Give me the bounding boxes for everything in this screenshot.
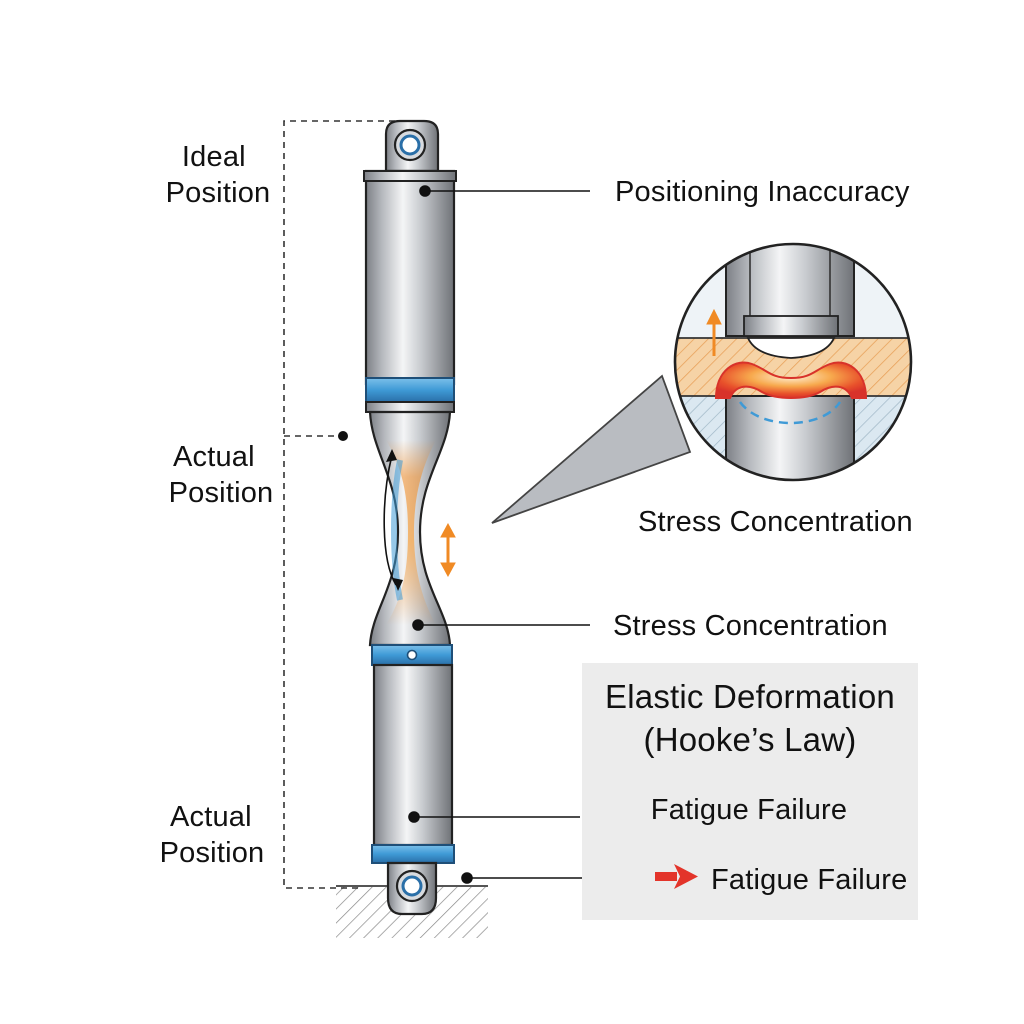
bottom-eye-mount xyxy=(386,861,438,916)
magnified-detail xyxy=(673,242,913,482)
info-box-item-fatigue-failure: Fatigue Failure xyxy=(651,794,847,826)
actual-position-lower-label: Actual Position xyxy=(160,801,265,869)
necked-section xyxy=(368,410,452,647)
up-arrow-icon xyxy=(706,308,722,356)
info-box-title: Elastic Deformation xyxy=(605,678,895,715)
right-arrow-icon xyxy=(655,864,698,889)
ideal-position-label: Ideal Position xyxy=(166,141,271,209)
leader-lines xyxy=(408,185,645,884)
lower-blue-band xyxy=(371,844,455,864)
stress-concentration-detail-label: Stress Concentration xyxy=(638,506,913,538)
info-box: Elastic Deformation (Hooke’s Law) Fatigu… xyxy=(582,663,918,920)
detail-callout-wedge xyxy=(491,374,692,524)
top-eye-mount xyxy=(384,119,440,173)
stress-concentration-neck-label: Stress Concentration xyxy=(613,610,888,642)
upper-cylinder xyxy=(363,169,457,413)
actual-position-upper-label: Actual Position xyxy=(169,441,274,509)
upper-blue-band xyxy=(365,377,455,403)
position-reference-lines xyxy=(283,120,395,889)
double-vertical-arrow-icon xyxy=(440,522,456,578)
info-box-item-fatigue-failure-arrow: Fatigue Failure xyxy=(711,864,907,896)
positioning-inaccuracy-label: Positioning Inaccuracy xyxy=(615,176,910,208)
info-box-subtitle: (Hooke’s Law) xyxy=(644,721,857,758)
actual-position-marker xyxy=(338,431,348,441)
lower-cylinder xyxy=(371,644,455,864)
